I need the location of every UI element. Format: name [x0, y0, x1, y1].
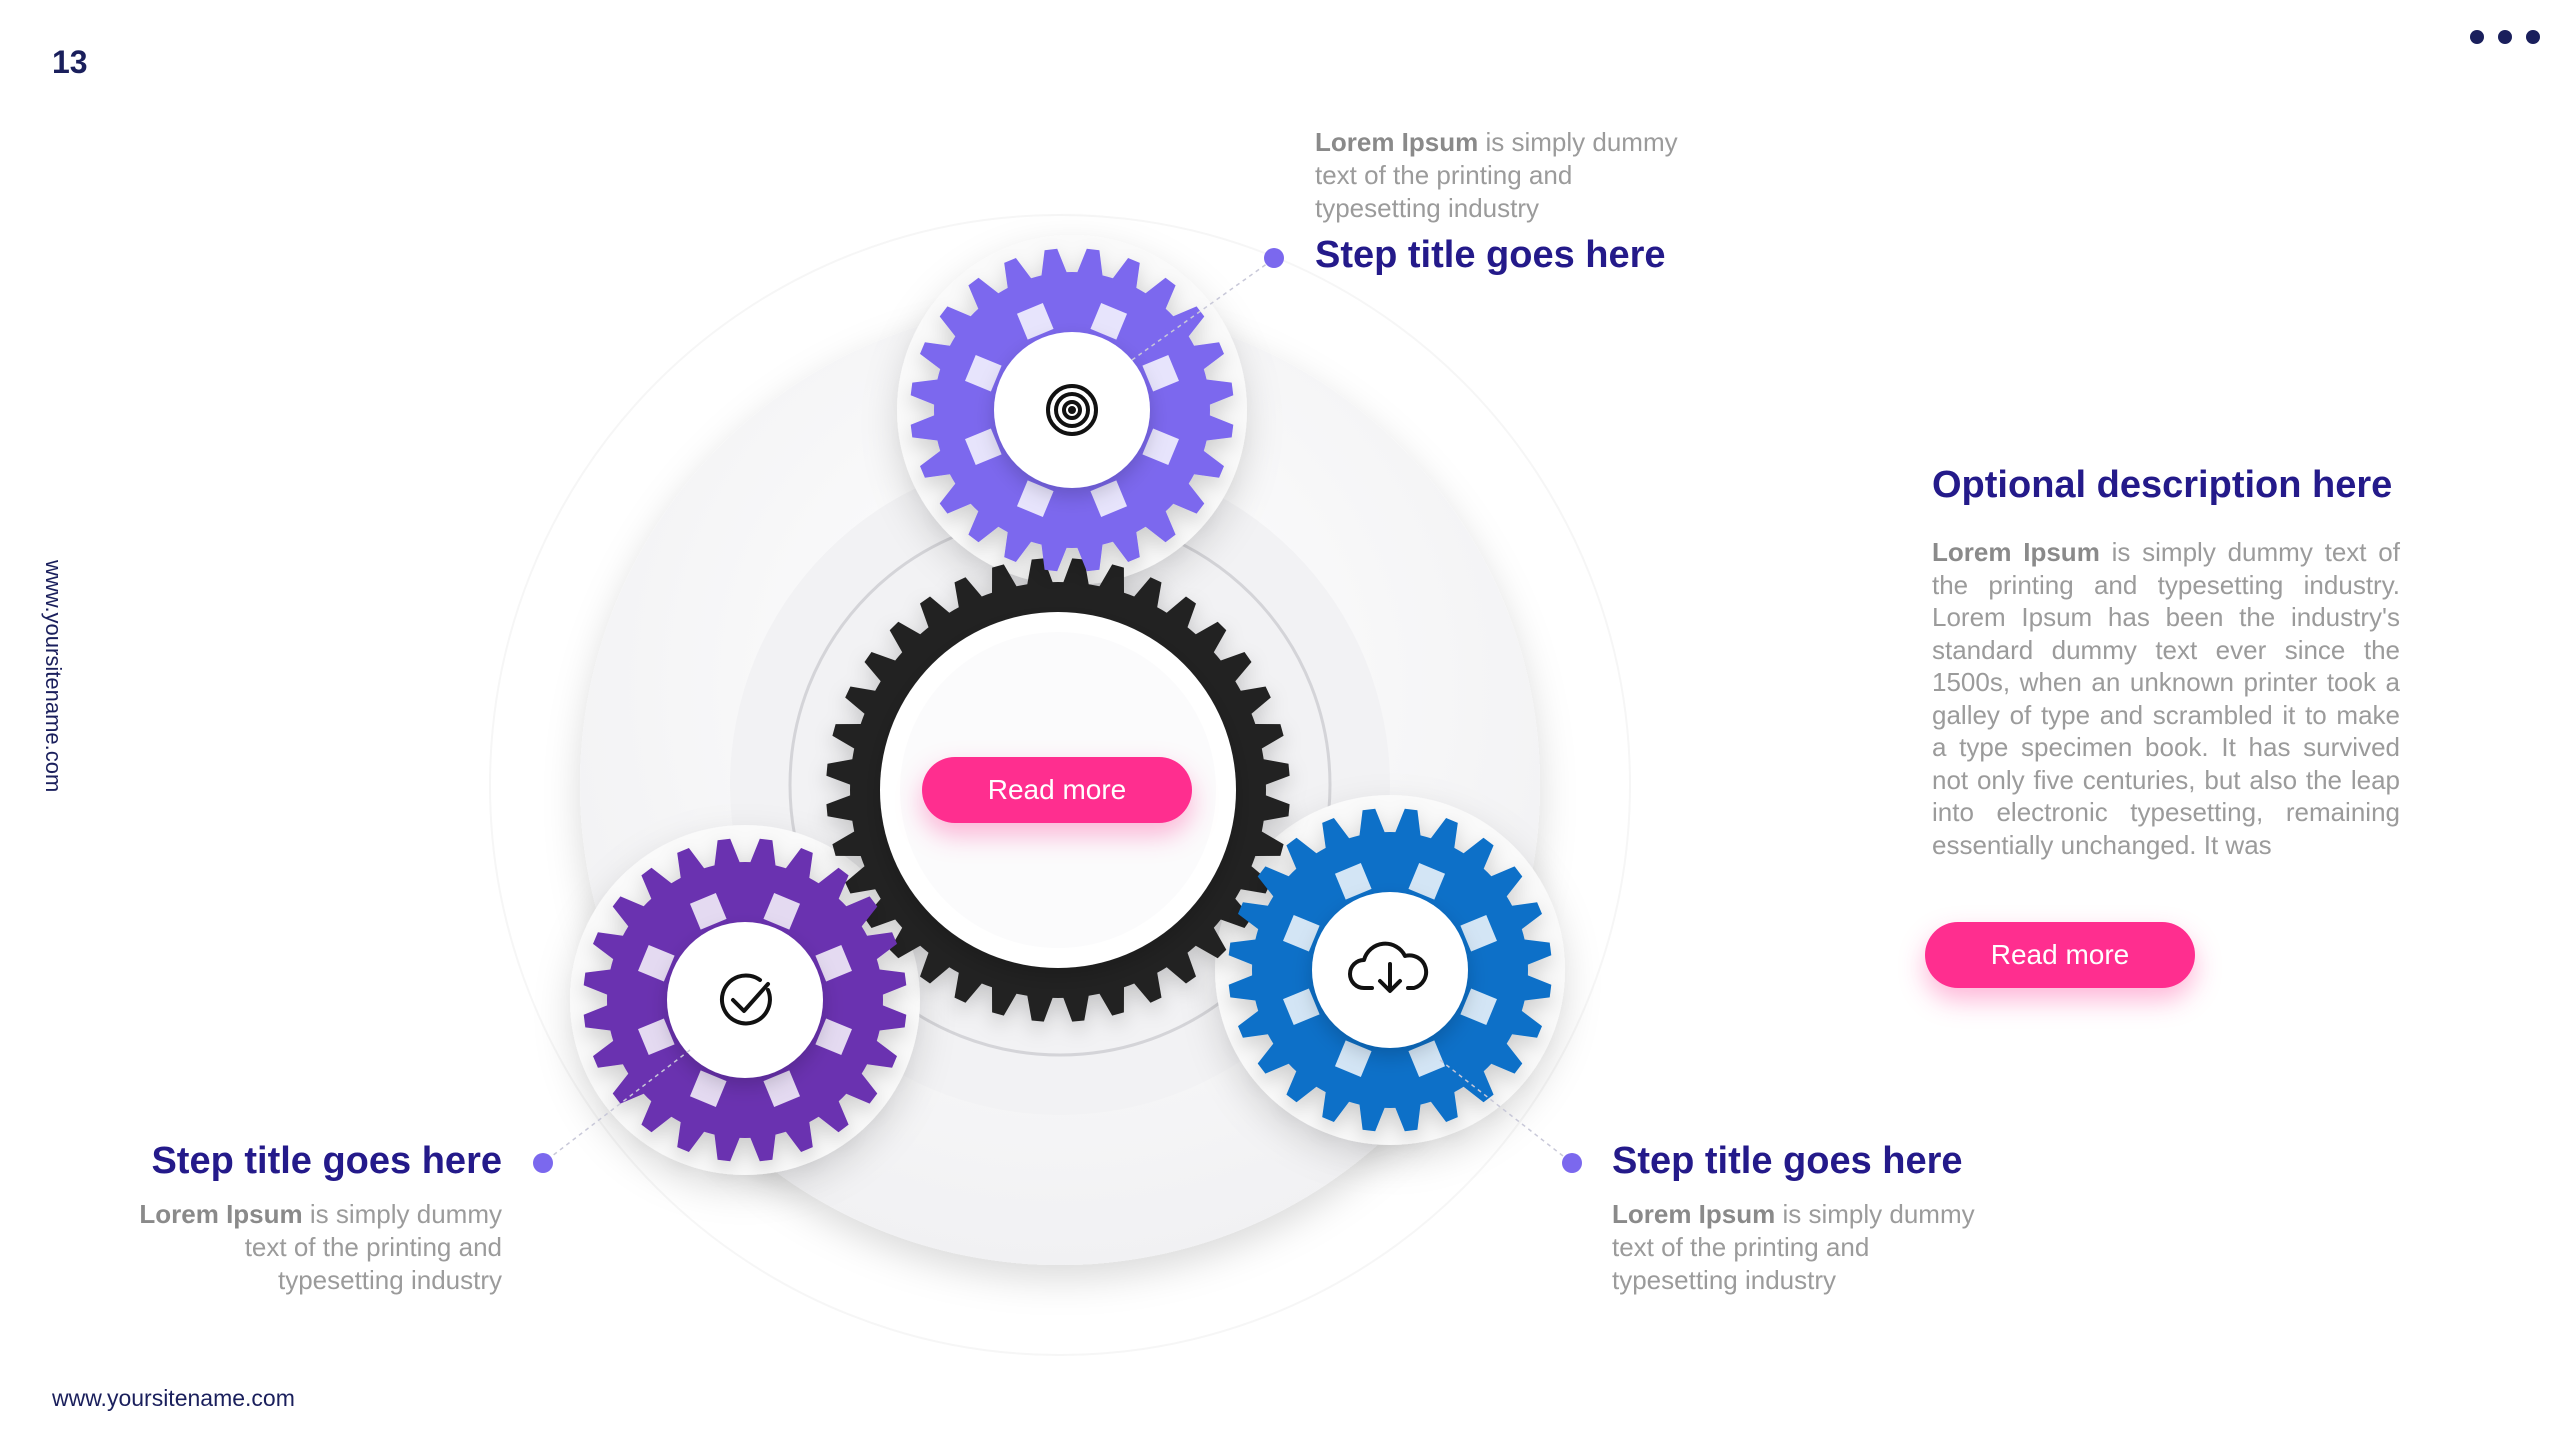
footer-website-url: www.yoursitename.com	[52, 1385, 295, 1411]
step-3-bullet	[1562, 1153, 1582, 1173]
step-2-description: Lorem Ipsum is simply dummy text of the …	[139, 1199, 502, 1295]
step-2-title: Step title goes here	[151, 1140, 502, 1182]
step-3-title: Step title goes here	[1612, 1140, 1963, 1182]
step-1-description: Lorem Ipsum is simply dummy text of the …	[1315, 127, 1678, 223]
optional-description: Lorem Ipsum is simply dummy text of the …	[1932, 537, 2400, 860]
step-3-description: Lorem Ipsum is simply dummy text of the …	[1612, 1199, 1975, 1295]
page-number: 13	[52, 44, 88, 80]
target-icon	[1046, 384, 1098, 436]
step-2-bullet	[533, 1153, 553, 1173]
optional-title: Optional description here	[1932, 464, 2393, 506]
step-1-title: Step title goes here	[1315, 234, 1666, 276]
optional-read-more-button[interactable]: Read more	[1925, 922, 2195, 988]
check-circle-icon	[719, 973, 772, 1026]
more-options-icon[interactable]	[2470, 30, 2540, 44]
step-1-bullet	[1264, 248, 1284, 268]
center-read-more-button[interactable]: Read more	[922, 757, 1192, 823]
cloud-download-icon	[1348, 941, 1429, 993]
